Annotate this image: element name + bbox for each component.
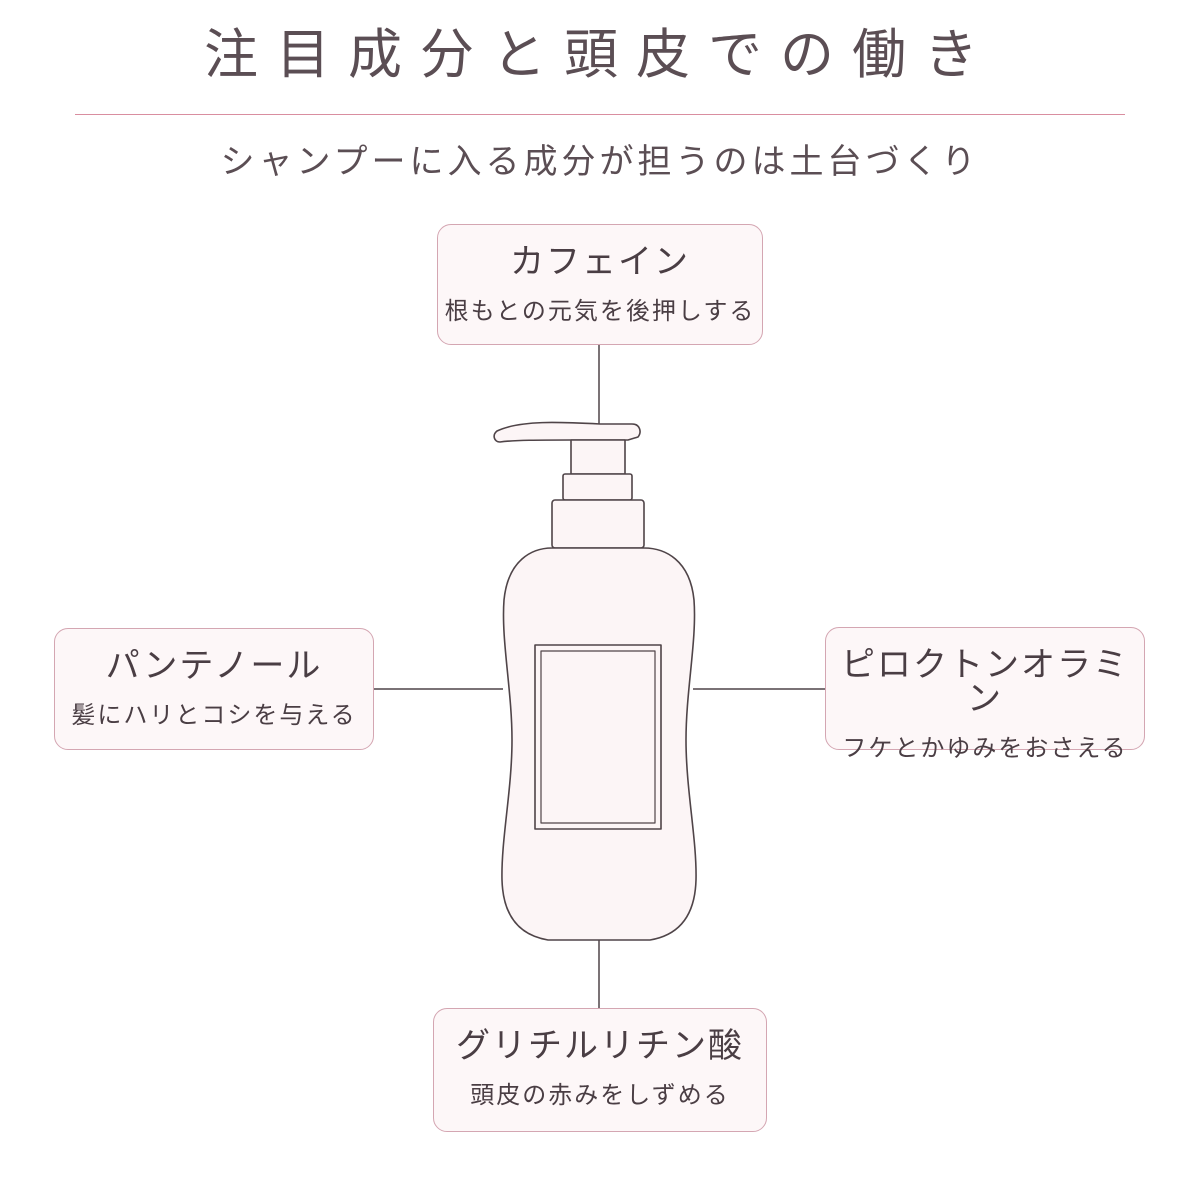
pump-stem <box>570 439 626 475</box>
page-title: 注目成分と頭皮での働き <box>204 23 996 86</box>
ingredient-effect: 頭皮の赤みをしずめる <box>470 1081 730 1109</box>
ingredient-card-piroctone-olamine: ピロクトンオラミン フケとかゆみをおさえる <box>825 627 1145 760</box>
ingredient-effect: 髪にハリとコシを与える <box>71 701 357 729</box>
ingredient-effect: フケとかゆみをおさえる <box>842 734 1128 762</box>
bottle-cap <box>551 499 645 549</box>
ingredient-card-panthenol: パンテノール 髪にハリとコシを与える <box>54 628 374 750</box>
ingredient-name: カフェイン <box>510 242 690 282</box>
shampoo-pump-bottle-icon <box>493 421 697 941</box>
bottle-body <box>501 547 697 941</box>
page-subtitle: シャンプーに入る成分が担うのは土台づくり <box>220 142 980 182</box>
bottle-label-outer <box>534 644 662 830</box>
ingredient-effect: 根もとの元気を後押しする <box>444 297 756 325</box>
bottle-label-inner <box>540 650 656 824</box>
ingredient-name: パンテノール <box>105 646 323 686</box>
title-divider <box>75 114 1125 115</box>
ingredient-card-glycyrrhizic-acid: グリチルリチン酸 頭皮の赤みをしずめる <box>433 1008 767 1132</box>
pump-nozzle <box>493 421 641 443</box>
ingredient-name: グリチルリチン酸 <box>456 1026 744 1066</box>
ingredient-name: ピロクトンオラミン <box>841 645 1129 719</box>
pump-collar <box>562 473 633 501</box>
ingredient-card-caffeine: カフェイン 根もとの元気を後押しする <box>437 224 763 345</box>
